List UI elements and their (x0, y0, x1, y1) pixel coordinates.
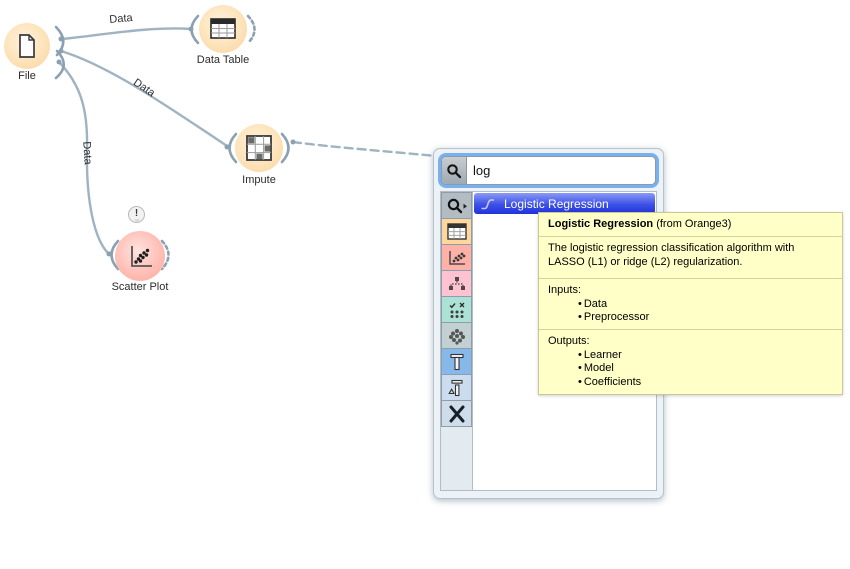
warning-badge: ! (128, 206, 145, 223)
category-explain-button[interactable] (441, 400, 472, 427)
result-row-logistic-regression[interactable]: Logistic Regression (474, 193, 655, 214)
output-ear-unconnected[interactable] (246, 14, 256, 45)
category-data-button[interactable] (441, 218, 472, 245)
node-impute[interactable] (235, 124, 283, 172)
category-unsupervised-button[interactable] (441, 322, 472, 349)
link-file-impute[interactable] (59, 49, 229, 148)
tooltip-outputs-label: Outputs: (548, 335, 590, 348)
file-icon (19, 34, 35, 58)
check-cross-grid-icon (449, 302, 464, 318)
node-label: File (18, 70, 36, 82)
node-data-table[interactable] (199, 5, 247, 53)
output-ear[interactable] (54, 49, 66, 80)
dot-cluster-icon (448, 328, 465, 345)
link-file-scatterplot[interactable] (57, 60, 111, 256)
category-visualize-button[interactable] (441, 244, 472, 271)
drag-link-pending[interactable] (291, 140, 438, 158)
node-label: Scatter Plot (111, 281, 169, 293)
category-evaluate-button[interactable] (441, 296, 472, 323)
magnifier-icon (447, 163, 462, 178)
input-ear[interactable] (228, 132, 238, 164)
tooltip-output-item: Coefficients (578, 376, 833, 389)
output-ear[interactable] (280, 132, 290, 164)
logistic-regression-icon (480, 197, 495, 211)
link-anchors (56, 26, 296, 257)
tooltip-outputs-list: Learner Model Coefficients (548, 349, 833, 389)
magnifier-arrow-icon (447, 198, 467, 213)
scatter-plot-icon (131, 246, 152, 267)
widget-tooltip: Logistic Regression (from Orange3) The l… (538, 212, 843, 396)
node-label: Data Table (196, 54, 250, 66)
category-toolbar (440, 191, 472, 491)
link-label: Data (80, 140, 94, 166)
i-beam-triangle-icon (447, 379, 463, 396)
tooltip-outputs-section: Outputs: Learner Model Coefficients (539, 329, 842, 394)
tooltip-output-item: Learner (578, 349, 833, 362)
category-model-button[interactable] (441, 270, 472, 297)
tooltip-input-item: Preprocessor (578, 311, 833, 324)
input-ear[interactable] (110, 239, 120, 271)
search-filter-button[interactable] (442, 157, 467, 184)
node-file[interactable] (4, 23, 50, 69)
i-beam-icon (449, 353, 464, 370)
tooltip-description: The logistic regression classification a… (539, 236, 842, 278)
output-ear-unconnected[interactable] (160, 239, 170, 271)
x-letter-icon (449, 405, 464, 422)
tooltip-input-item: Data (578, 298, 833, 311)
link-file-datatable[interactable] (59, 27, 193, 41)
impute-icon (246, 135, 272, 161)
search-field (441, 156, 656, 185)
tooltip-origin: (from Orange3) (653, 218, 732, 230)
tooltip-title-section: Logistic Regression (from Orange3) (539, 213, 842, 236)
link-label: Data (108, 12, 134, 26)
node-label: Impute (242, 174, 276, 186)
category-search-button[interactable] (441, 192, 472, 219)
search-input[interactable] (467, 157, 655, 184)
data-table-icon (210, 18, 236, 39)
tree-icon (448, 276, 465, 290)
tooltip-output-item: Model (578, 362, 833, 375)
tooltip-inputs-list: Data Preprocessor (548, 298, 833, 325)
tooltip-title: Logistic Regression (548, 218, 654, 230)
scatter-icon (448, 250, 465, 265)
result-row-label: Logistic Regression (504, 196, 609, 211)
category-addon-button[interactable] (441, 374, 472, 401)
category-prototypes-button[interactable] (441, 348, 472, 375)
tooltip-inputs-label: Inputs: (548, 284, 582, 297)
table-icon (446, 222, 467, 240)
tooltip-inputs-section: Inputs: Data Preprocessor (539, 278, 842, 329)
node-scatter-plot[interactable] (115, 231, 165, 281)
